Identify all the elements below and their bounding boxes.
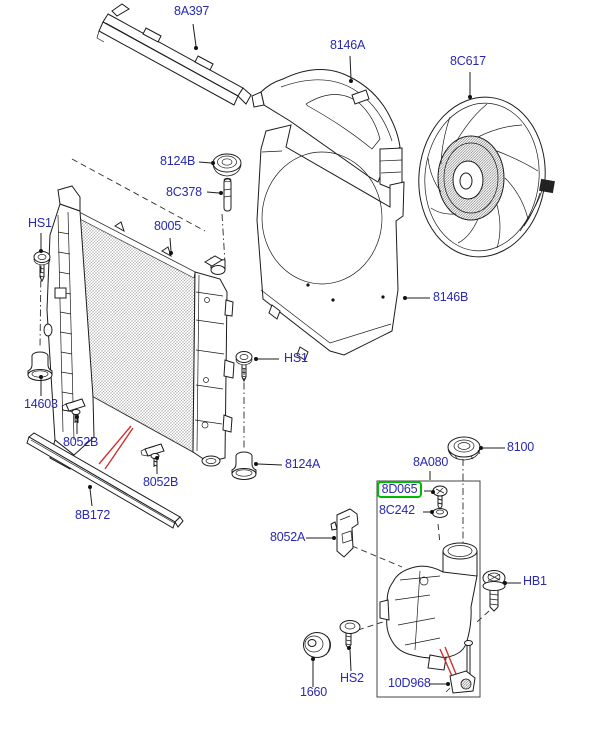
screw-hs1-mid-drawing[interactable] [235, 351, 253, 383]
grommet-1660-drawing[interactable] [303, 632, 331, 658]
cooling-fan-8c617-drawing[interactable] [411, 91, 555, 263]
part-label-8d065-highlighted[interactable]: 8D065 [377, 481, 422, 498]
part-label-8052a[interactable]: 8052A [270, 530, 306, 544]
pressure-cap-8100-drawing[interactable] [447, 436, 481, 461]
upper-fan-shroud-8146a-drawing[interactable] [251, 68, 403, 190]
clip-8052b-mid-drawing[interactable] [140, 443, 165, 467]
part-label-hs1-mid[interactable]: HS1 [284, 351, 308, 365]
alignment-lines [39, 158, 490, 631]
lower-fan-shroud-8146b-drawing[interactable] [256, 124, 405, 361]
washer-8c242-drawing[interactable] [432, 508, 448, 518]
part-label-8b172[interactable]: 8B172 [75, 508, 111, 522]
part-label-8052b-left[interactable]: 8052B [63, 435, 99, 449]
overflow-tube-8c378-drawing[interactable] [223, 177, 232, 212]
part-label-hb1[interactable]: HB1 [523, 574, 547, 588]
screw-hs2-drawing[interactable] [339, 620, 361, 649]
seal-strip-8b172-drawing[interactable] [26, 432, 184, 529]
part-label-8124a[interactable]: 8124A [285, 457, 321, 471]
part-label-hs1-left[interactable]: HS1 [28, 216, 52, 230]
screw-hs1-left-drawing[interactable] [33, 251, 51, 283]
level-sensor-10d968-drawing[interactable] [439, 640, 476, 694]
leader-lines [39, 23, 521, 687]
part-label-8c242[interactable]: 8C242 [379, 503, 415, 517]
part-label-1660[interactable]: 1660 [300, 685, 328, 699]
radiator-8005-drawing[interactable] [43, 185, 235, 470]
part-label-8146a[interactable]: 8146A [330, 38, 366, 52]
red-pointer-radiator-seal [98, 425, 134, 470]
bolt-hb1-drawing[interactable] [482, 570, 506, 612]
part-label-10d968[interactable]: 10D968 [388, 676, 431, 690]
part-label-8005[interactable]: 8005 [154, 219, 182, 233]
rubber-mount-14603-drawing[interactable] [27, 351, 53, 381]
screw-8d065-drawing[interactable] [432, 485, 448, 510]
bracket-8052a-drawing[interactable] [330, 508, 359, 558]
rubber-mount-8124a-drawing[interactable] [231, 451, 257, 480]
part-label-8c617[interactable]: 8C617 [450, 54, 486, 68]
radiator-upper-bracket-8a397-drawing[interactable] [96, 3, 252, 106]
part-label-14603[interactable]: 14603 [24, 397, 58, 411]
part-label-8c378[interactable]: 8C378 [166, 185, 202, 199]
part-label-8a397[interactable]: 8A397 [174, 4, 210, 18]
clip-8052b-left-drawing[interactable] [61, 398, 86, 423]
expansion-tank-8a080-drawing[interactable] [379, 542, 478, 671]
part-label-8052b-mid[interactable]: 8052B [143, 475, 179, 489]
part-label-8100[interactable]: 8100 [507, 440, 535, 454]
radiator-cap-8124b-drawing[interactable] [212, 153, 242, 177]
expansion-tank-group-box [376, 471, 481, 698]
part-label-8146b[interactable]: 8146B [433, 290, 469, 304]
part-label-8a080[interactable]: 8A080 [413, 455, 449, 469]
part-label-hs2[interactable]: HS2 [340, 671, 364, 685]
part-label-8124b[interactable]: 8124B [160, 154, 196, 168]
